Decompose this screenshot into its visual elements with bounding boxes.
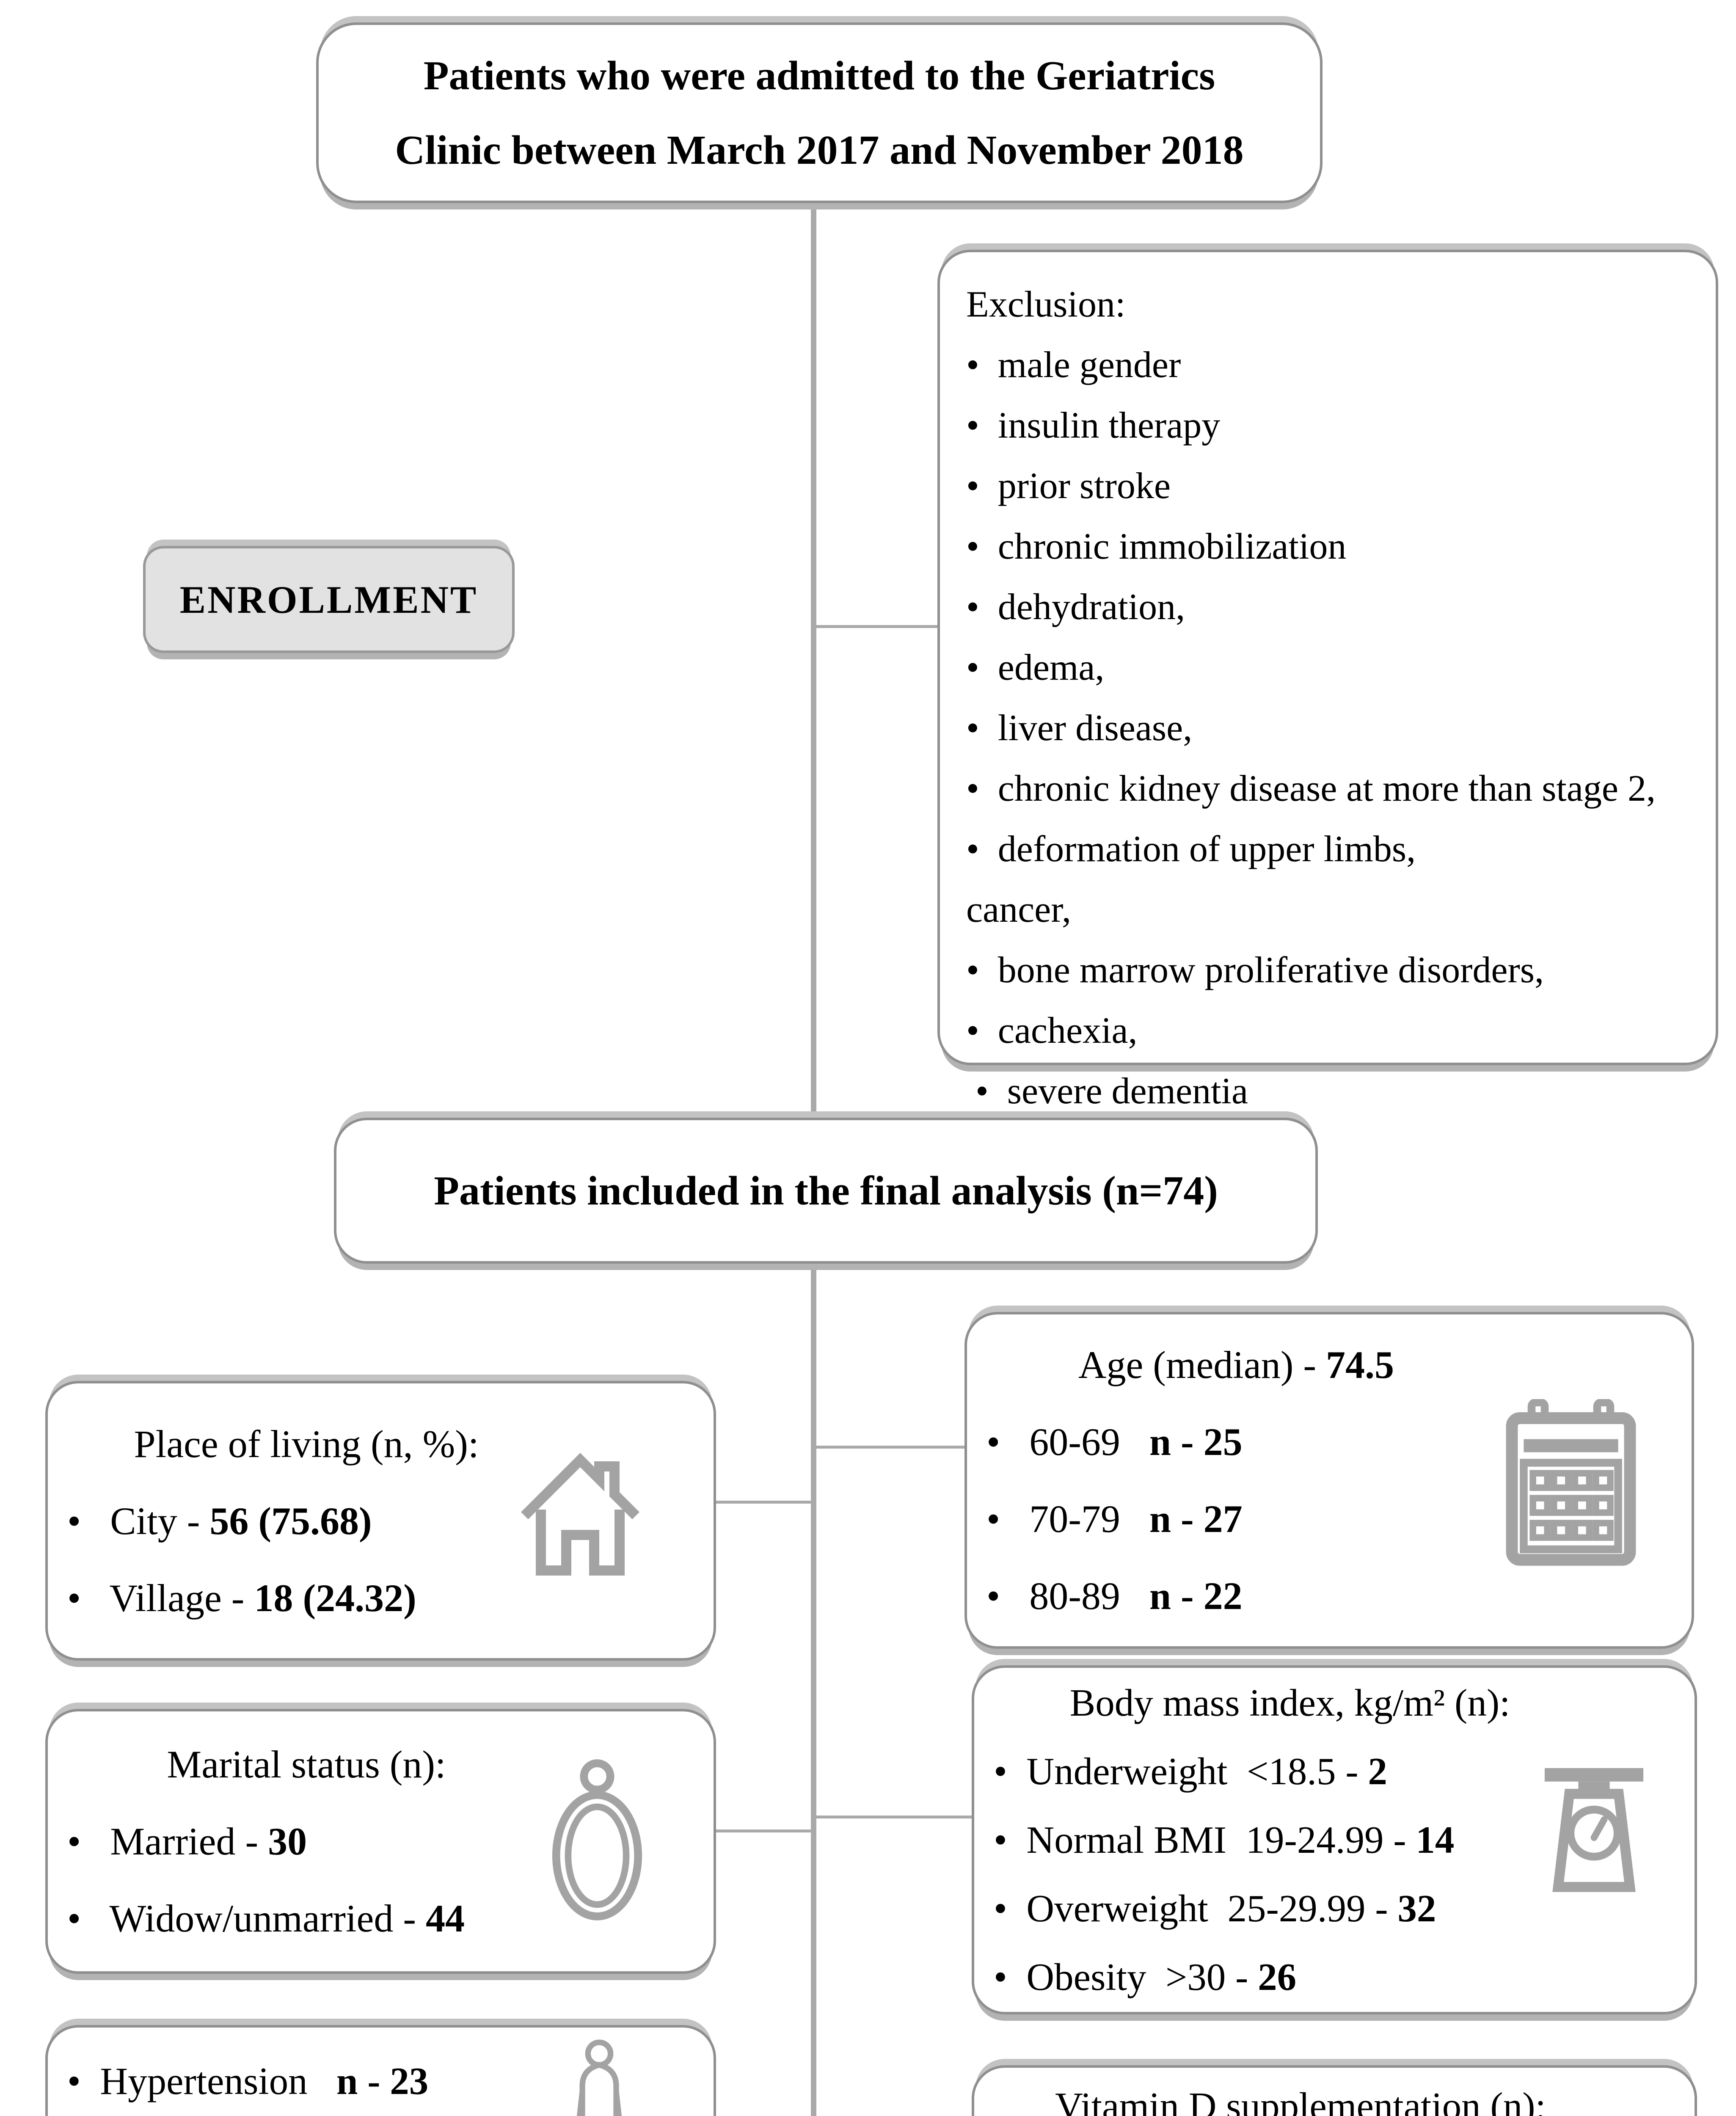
scale-icon bbox=[1544, 1768, 1644, 1892]
comorbidity-item: • Diabetes n - 23 bbox=[67, 2113, 554, 2116]
age-connector bbox=[816, 1446, 965, 1449]
exclusion-item: • severe dementia bbox=[966, 1071, 1248, 1112]
marital-title: Marital status (n): bbox=[167, 1743, 446, 1786]
bmi-connector bbox=[816, 1816, 973, 1818]
age-box: Age (median) - 74.5 • 60-69 n - 25 • 70-… bbox=[964, 1312, 1694, 1649]
bmi-title: Body mass index, kg/m² (n): bbox=[1069, 1681, 1510, 1724]
vitd-title: Vitamin D supplementation (n): bbox=[1055, 2085, 1546, 2116]
exclusion-item: • prior stroke bbox=[966, 466, 1171, 507]
calendar-icon bbox=[1506, 1399, 1636, 1566]
marital-status-box: Marital status (n): • Married - 30 • Wid… bbox=[45, 1709, 716, 1974]
age-item: • 70-79 n - 27 bbox=[986, 1497, 1243, 1540]
bmi-item: • Normal BMI 19-24.99 - 14 bbox=[994, 1818, 1455, 1861]
marital-item: • Widow/unmarried - 44 bbox=[67, 1897, 465, 1940]
vitamin-d-box: Vitamin D supplementation (n): • eGFR G1… bbox=[972, 2065, 1697, 2116]
exclusion-item: • chronic kidney disease at more than st… bbox=[966, 768, 1656, 809]
admitted-patients-title-line1: Patients who were admitted to the Geriat… bbox=[423, 52, 1215, 99]
place-of-living-box: Place of living (n, %): • City - 56 (75.… bbox=[45, 1381, 716, 1661]
exclusion-item: • liver disease, bbox=[966, 708, 1193, 749]
place-connector bbox=[715, 1501, 812, 1504]
place-title: Place of living (n, %): bbox=[134, 1422, 479, 1466]
admitted-patients-box: Patients who were admitted to the Geriat… bbox=[316, 22, 1323, 203]
exclusion-item: • insulin therapy bbox=[966, 405, 1221, 446]
admitted-patients-title-line2: Clinic between March 2017 and November 2… bbox=[395, 127, 1244, 173]
age-title: Age (median) - 74.5 bbox=[1078, 1343, 1394, 1386]
marital-item: • Married - 30 bbox=[67, 1820, 307, 1863]
exclusion-item: • bone marrow proliferative disorders, bbox=[966, 950, 1544, 991]
person-icon bbox=[576, 2039, 622, 2116]
house-icon bbox=[521, 1453, 639, 1576]
comorbidity-item: • Hypertension n - 23 bbox=[67, 2059, 429, 2102]
exclusion-item: • cachexia, bbox=[966, 1010, 1138, 1051]
final-analysis-title: Patients included in the final analysis … bbox=[434, 1168, 1218, 1214]
age-item: • 80-89 n - 22 bbox=[986, 1574, 1243, 1617]
comorbidity-box: • Hypertension n - 23 • Diabetes n - 23 … bbox=[45, 2025, 716, 2116]
bmi-item: • Underweight <18.5 - 2 bbox=[994, 1750, 1387, 1793]
exclusion-item: • male gender bbox=[966, 344, 1181, 386]
age-item: • 60-69 n - 25 bbox=[986, 1420, 1243, 1463]
exclusion-title: Exclusion: bbox=[966, 284, 1126, 325]
marital-connector bbox=[715, 1829, 812, 1832]
exclusion-item: cancer, bbox=[966, 889, 1072, 930]
enrollment-label: ENROLLMENT bbox=[179, 578, 478, 621]
final-analysis-box: Patients included in the final analysis … bbox=[334, 1118, 1318, 1264]
exclusion-item: • chronic immobilization bbox=[966, 526, 1347, 567]
place-item: • Village - 18 (24.32) bbox=[67, 1576, 416, 1620]
exclusion-item: • deformation of upper limbs, bbox=[966, 829, 1416, 870]
age-median-value: 74.5 bbox=[1325, 1343, 1394, 1386]
ring-icon bbox=[552, 1759, 642, 1920]
place-item: • City - 56 (75.68) bbox=[67, 1499, 372, 1543]
bmi-item: • Overweight 25-29.99 - 32 bbox=[994, 1887, 1436, 1930]
exclusion-item: • dehydration, bbox=[966, 587, 1185, 628]
exclusion-box: Exclusion: • male gender • insulin thera… bbox=[937, 250, 1718, 1112]
exclusion-item: • edema, bbox=[966, 647, 1105, 688]
enrollment-box: ENROLLMENT bbox=[143, 546, 515, 653]
exclusion-connector bbox=[816, 625, 938, 628]
bmi-box: Body mass index, kg/m² (n): • Underweigh… bbox=[972, 1665, 1697, 2014]
bmi-item: • Obesity >30 - 26 bbox=[994, 1955, 1297, 1998]
